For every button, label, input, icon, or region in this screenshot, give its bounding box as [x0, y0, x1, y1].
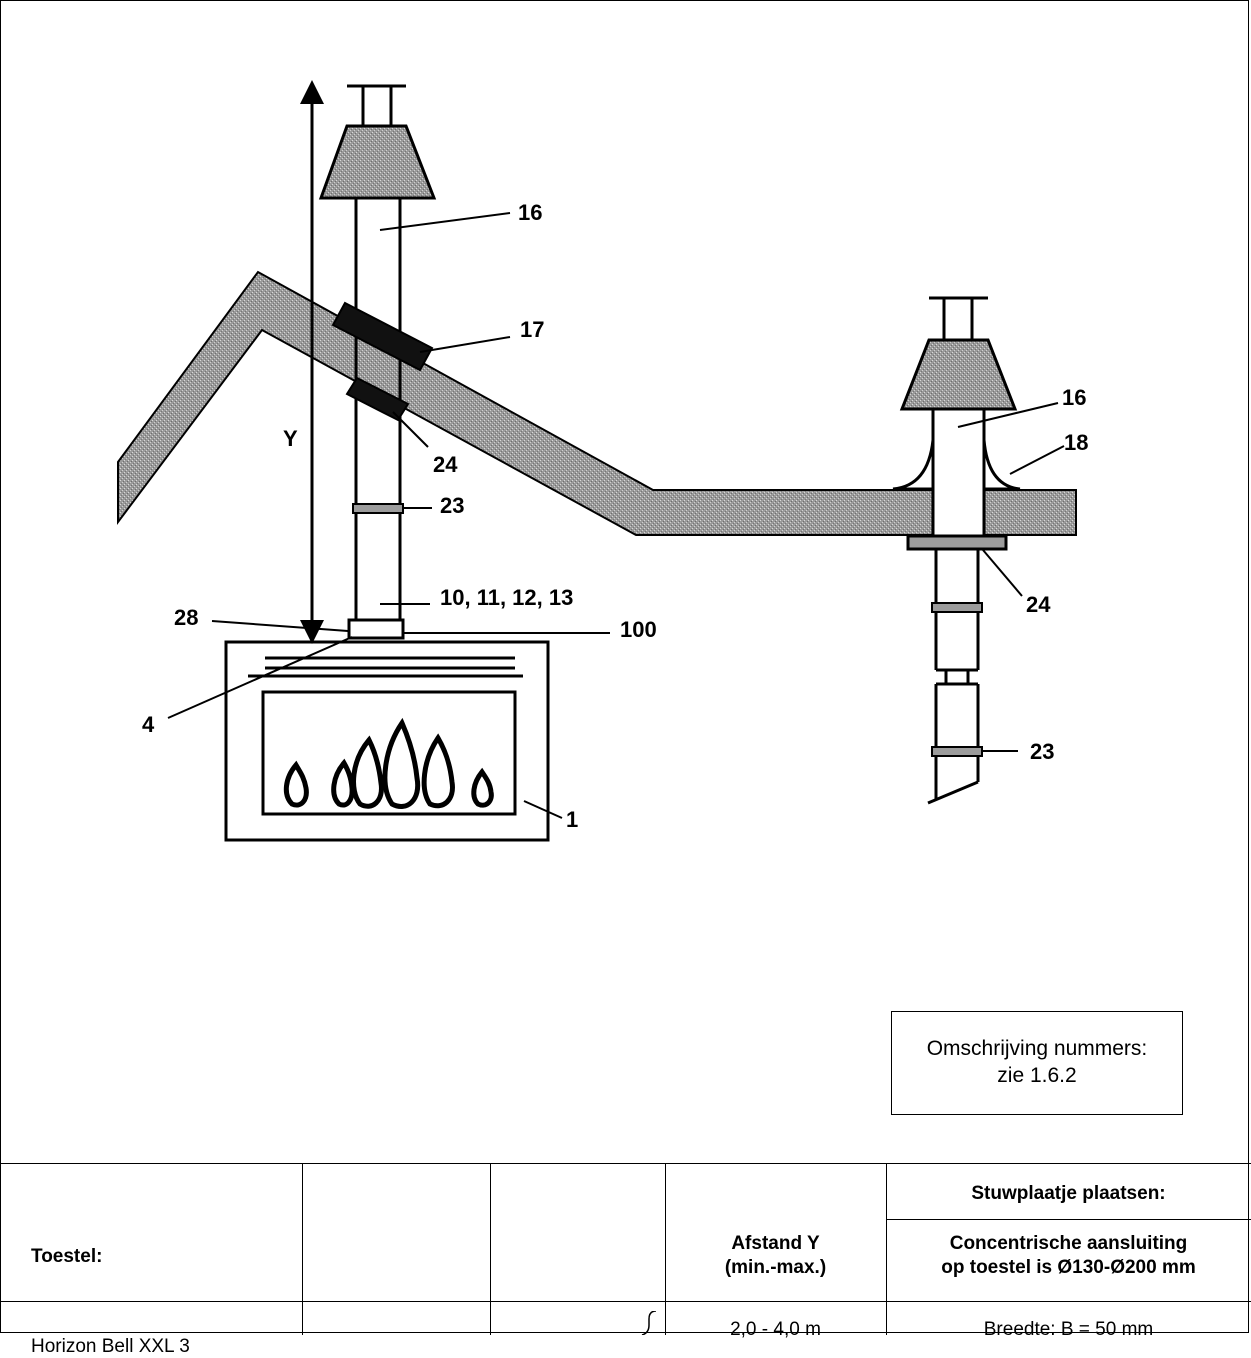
- header-toestel: Toestel:: [31, 1246, 103, 1267]
- left-flue-terminal: [318, 84, 437, 200]
- leader-lines-left: [167, 212, 610, 819]
- legend-note: Omschrijving nummers: zie 1.6.2: [891, 1011, 1183, 1115]
- header-afstand-2: (min.-max.): [724, 1257, 827, 1278]
- table-col-divider-2: [490, 1163, 491, 1335]
- clamp-left: [352, 503, 404, 514]
- leader-lines-right: [957, 402, 1065, 752]
- table-col-divider-3: [665, 1163, 666, 1335]
- clamp-right-lower: [931, 746, 983, 757]
- label-23-left: 23: [440, 493, 464, 518]
- header-concentrisch-2: op toestel is Ø130-Ø200 mm: [941, 1257, 1196, 1278]
- specification-table: Toestel: Afstand Y (min.-max.) Stuwplaat…: [0, 1163, 1251, 1357]
- installation-diagram: 16 17 Y 24 23 10, 11, 12, 13 28 100 4 1 …: [117, 80, 1088, 842]
- table-top-border: [0, 1163, 1251, 1164]
- label-16-right: 16: [1062, 385, 1086, 410]
- table-col-divider-1: [302, 1163, 303, 1335]
- clamp-right-upper: [931, 602, 983, 613]
- label-24-left: 24: [433, 452, 458, 477]
- header-stuwplaatje: Stuwplaatje plaatsen:: [971, 1183, 1166, 1204]
- label-24-right: 24: [1026, 592, 1051, 617]
- distance-range-1: 2,0 - 4,0 m: [730, 1319, 821, 1340]
- header-concentrisch-1: Concentrische aansluiting: [949, 1233, 1188, 1254]
- header-afstand-1: Afstand Y: [731, 1233, 820, 1254]
- fire-flames: [283, 717, 494, 809]
- label-10-13: 10, 11, 12, 13: [440, 585, 573, 610]
- plate-width-1: Breedte: B = 50 mm: [983, 1319, 1154, 1340]
- range-brace: [641, 1311, 657, 1335]
- legend-note-line2: zie 1.6.2: [997, 1064, 1077, 1087]
- label-17: 17: [520, 317, 544, 342]
- label-18: 18: [1064, 430, 1088, 455]
- table-header-bottom: [0, 1301, 1251, 1302]
- appliance-connector: [347, 618, 405, 640]
- roof-flashing: [892, 407, 1021, 491]
- label-23-right: 23: [1030, 739, 1054, 764]
- appliance: [224, 640, 550, 842]
- label-16-left: 16: [518, 200, 542, 225]
- label-1: 1: [566, 807, 578, 832]
- right-flue-pipe: [906, 409, 1008, 805]
- table-header-split: [886, 1219, 1251, 1220]
- label-28: 28: [174, 605, 198, 630]
- label-100: 100: [620, 617, 657, 642]
- roof-collar: [331, 301, 434, 372]
- legend-note-line1: Omschrijving nummers:: [926, 1037, 1148, 1060]
- label-y: Y: [283, 426, 298, 451]
- label-4: 4: [142, 712, 155, 737]
- table-col-divider-4: [886, 1163, 887, 1335]
- device-name: Horizon Bell XXL 3: [31, 1336, 190, 1357]
- ceiling-plate-left: [345, 376, 410, 422]
- right-flue-terminal: [899, 296, 1018, 411]
